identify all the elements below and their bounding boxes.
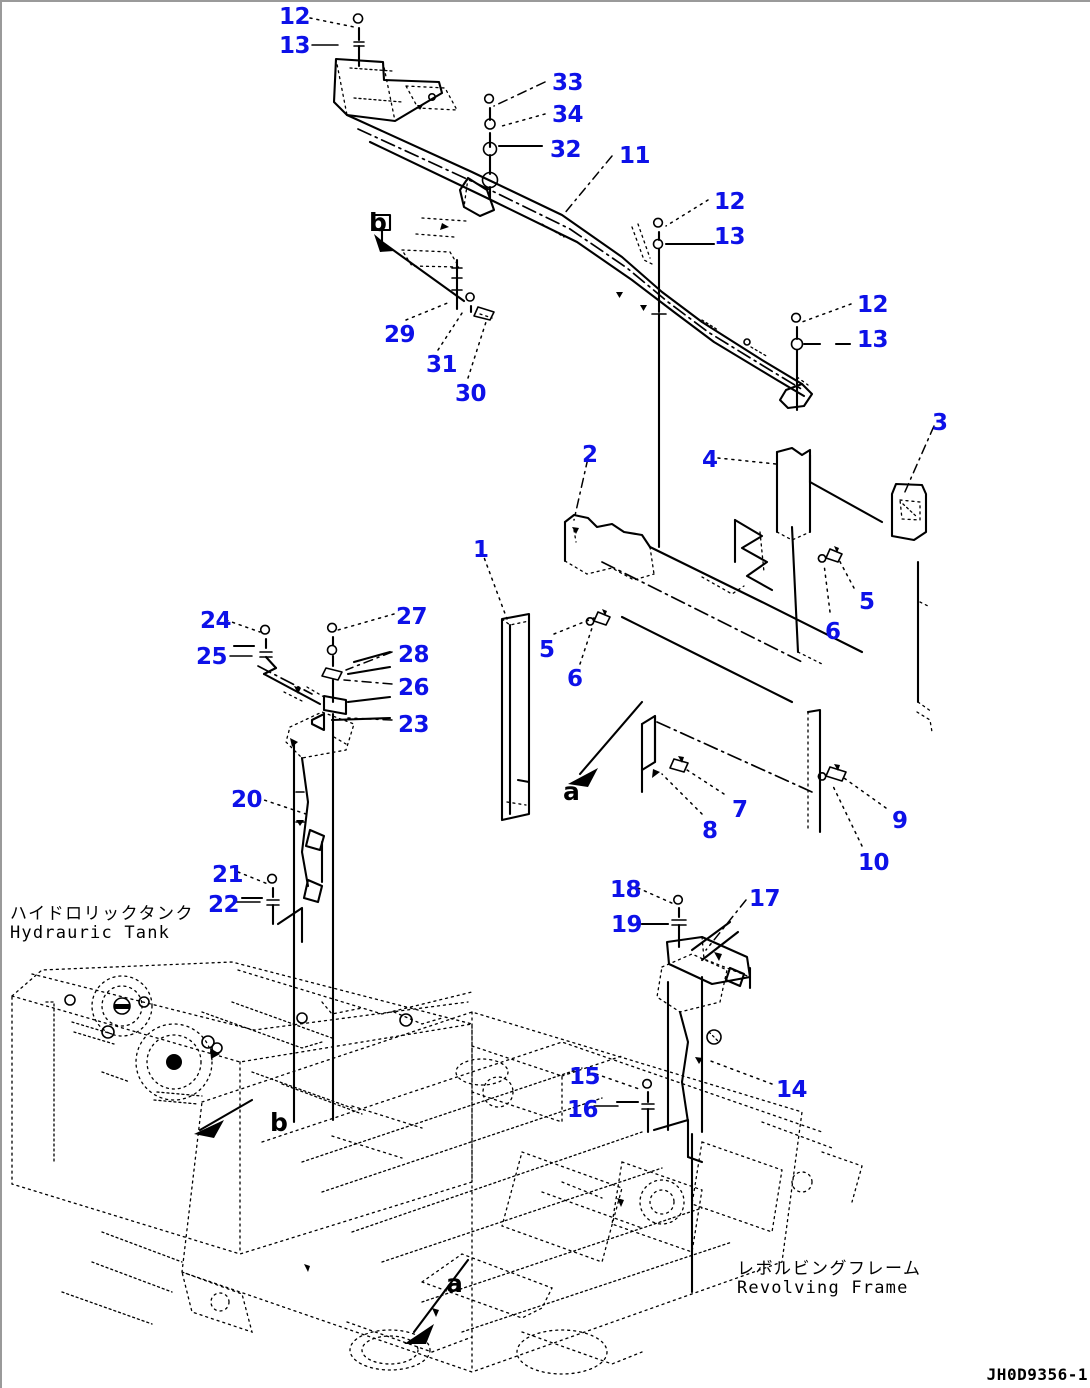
callout-5-mid[interactable]: 5 — [539, 637, 555, 663]
callout-16[interactable]: 16 — [567, 1097, 599, 1123]
left-sub-assembly — [232, 622, 392, 1124]
callout-31[interactable]: 31 — [426, 352, 458, 378]
callout-23[interactable]: 23 — [398, 712, 430, 738]
callout-22[interactable]: 22 — [208, 892, 240, 918]
callout-25[interactable]: 25 — [196, 644, 228, 670]
callout-29[interactable]: 29 — [384, 322, 416, 348]
callout-13-b[interactable]: 13 — [714, 224, 746, 250]
section-letter-a-upper: a — [563, 777, 580, 806]
callout-18[interactable]: 18 — [610, 877, 642, 903]
callout-4[interactable]: 4 — [702, 447, 718, 473]
callout-26[interactable]: 26 — [398, 675, 430, 701]
callout-3[interactable]: 3 — [932, 410, 948, 436]
callout-17[interactable]: 17 — [749, 886, 781, 912]
callout-24[interactable]: 24 — [200, 608, 232, 634]
callout-10[interactable]: 10 — [858, 850, 890, 876]
callout-30[interactable]: 30 — [455, 381, 487, 407]
callout-12-c[interactable]: 12 — [857, 292, 889, 318]
callout-34[interactable]: 34 — [552, 102, 584, 128]
callout-33[interactable]: 33 — [552, 70, 584, 96]
callout-20[interactable]: 20 — [231, 787, 263, 813]
hydraulic-tank-label: ハイドロリックタンク Hydrauric Tank — [10, 904, 194, 944]
callout-1[interactable]: 1 — [473, 537, 489, 563]
callout-12-b[interactable]: 12 — [714, 189, 746, 215]
hydraulic-tank-label-en: Hydrauric Tank — [10, 923, 171, 944]
callout-8[interactable]: 8 — [702, 818, 718, 844]
callout-5-right[interactable]: 5 — [859, 589, 875, 615]
callout-12-a[interactable]: 12 — [279, 4, 311, 30]
callout-32[interactable]: 32 — [550, 137, 582, 163]
machine-outline — [11, 961, 863, 1375]
callout-9[interactable]: 9 — [892, 808, 908, 834]
center-frame-assembly — [500, 446, 933, 834]
revolving-frame-label-jp: レボルビングフレーム — [737, 1259, 922, 1279]
callout-13-a[interactable]: 13 — [279, 33, 311, 59]
callout-28[interactable]: 28 — [398, 642, 430, 668]
callout-6-mid[interactable]: 6 — [567, 666, 583, 692]
callout-11[interactable]: 11 — [619, 143, 651, 169]
hydraulic-tank-label-jp: ハイドロリックタンク — [10, 904, 194, 924]
leader-lines — [225, 17, 935, 1107]
drawing-code: JH0D9356-1 — [986, 1365, 1088, 1384]
callout-21[interactable]: 21 — [212, 862, 244, 888]
section-letter-a-lower: a — [446, 1269, 463, 1298]
callout-6-right[interactable]: 6 — [825, 619, 841, 645]
revolving-frame-label: レボルビングフレーム Revolving Frame — [737, 1259, 922, 1299]
callout-14[interactable]: 14 — [776, 1077, 808, 1103]
callout-2[interactable]: 2 — [582, 442, 598, 468]
right-sub-assembly — [615, 894, 752, 1294]
upper-beam-assembly — [332, 13, 852, 549]
callout-7[interactable]: 7 — [732, 797, 748, 823]
callout-19[interactable]: 19 — [611, 912, 643, 938]
callout-27[interactable]: 27 — [396, 604, 428, 630]
callout-15[interactable]: 15 — [569, 1064, 601, 1090]
section-letter-b-upper: b — [369, 208, 387, 237]
section-letter-b-lower: b — [270, 1108, 288, 1137]
revolving-frame-label-en: Revolving Frame — [737, 1278, 909, 1299]
callout-13-c[interactable]: 13 — [857, 327, 889, 353]
